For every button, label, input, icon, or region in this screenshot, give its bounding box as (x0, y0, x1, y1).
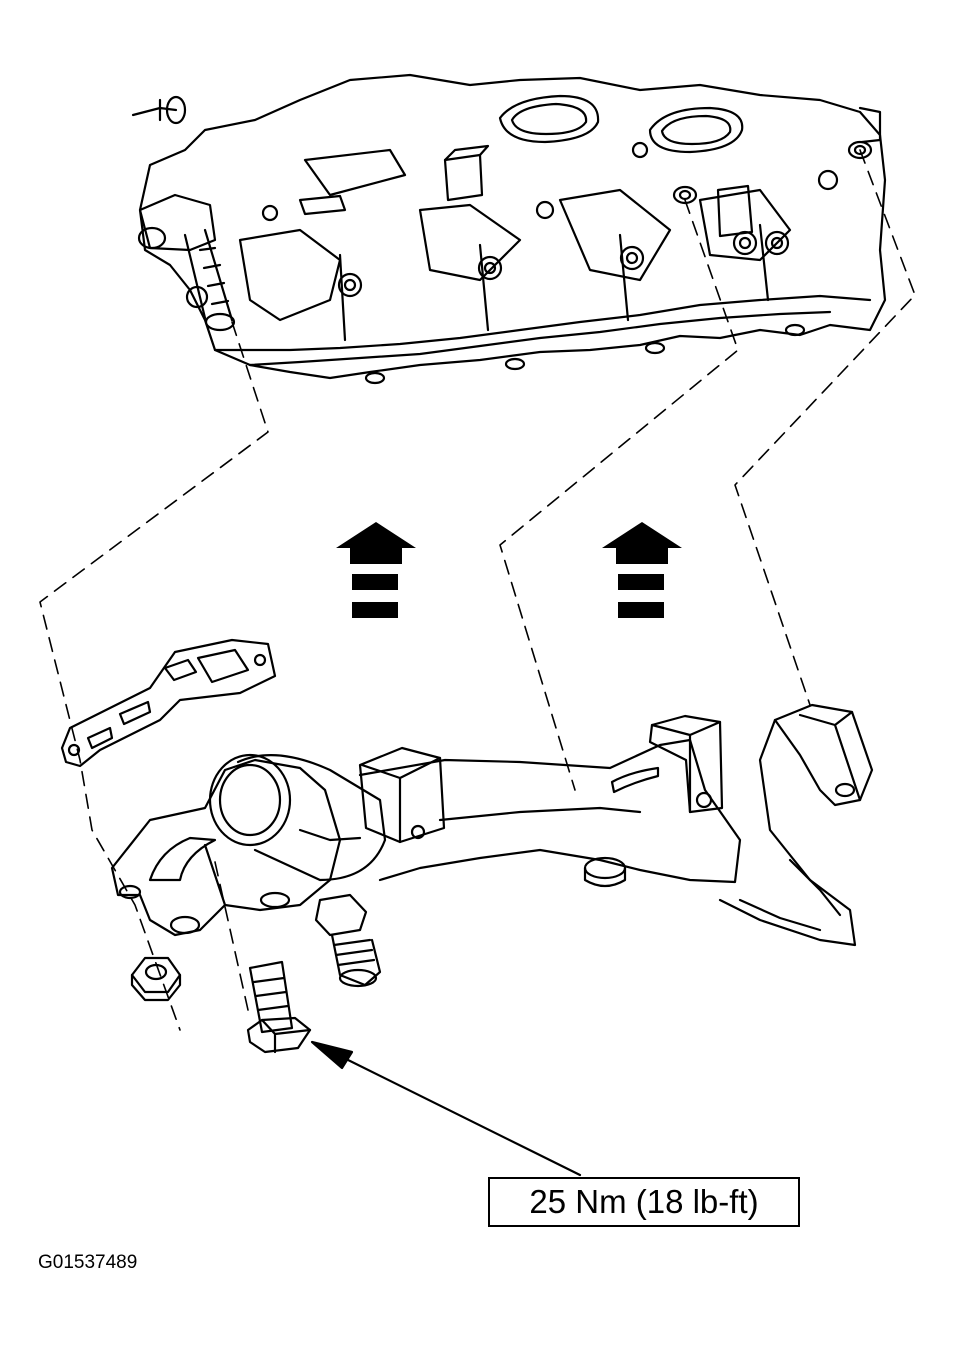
figure-code: G01537489 (38, 1252, 138, 1273)
cylinder-head-casting (131, 73, 887, 385)
alignment-lines (39, 149, 916, 1031)
exhaust-manifold (110, 703, 874, 947)
torque-leader-arrow (310, 1040, 582, 1177)
up-arrow-icon (602, 522, 682, 618)
manifold-bolt (246, 960, 312, 1054)
torque-spec-label: 25 Nm (18 lb-ft) (529, 1183, 759, 1220)
torque-spec-callout: 25 Nm (18 lb-ft) (488, 1177, 800, 1227)
head-bolt-icons (261, 141, 839, 298)
flange-nut (130, 956, 182, 1002)
up-arrow-icon (336, 522, 416, 618)
manifold-gasket (60, 638, 277, 768)
exhaust-stud (314, 893, 382, 988)
